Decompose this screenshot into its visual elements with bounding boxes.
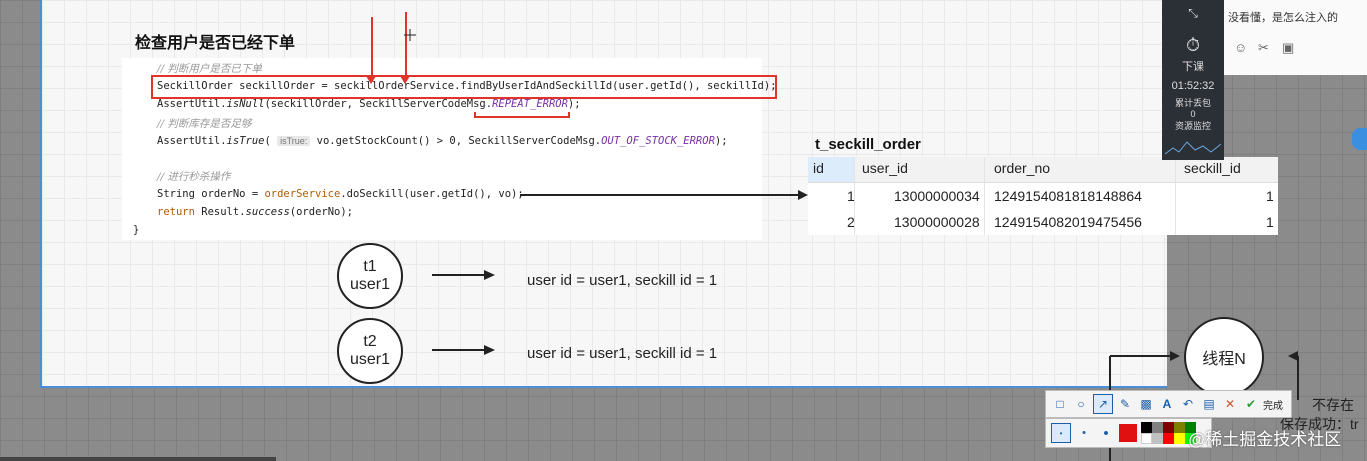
table-cell: 1249154082019475456 — [994, 214, 1142, 230]
watermark: @稀土掘金技术社区 — [1188, 430, 1342, 449]
brush-tool-icon[interactable]: ✎ — [1119, 397, 1131, 411]
stopwatch-icon[interactable]: ⏱ — [1185, 35, 1201, 55]
thread-note-2: user id = user1, seckill id = 1 — [527, 345, 718, 362]
code-line-find-order: SeckillOrder seckillOrder = seckillOrder… — [157, 80, 777, 92]
done-label[interactable]: 完成 — [1263, 400, 1283, 412]
thread-note-1: user id = user1, seckill id = 1 — [527, 272, 718, 289]
col-header-user-id[interactable]: user_id — [862, 160, 908, 176]
code-line-assert-null: AssertUtil.isNull(seckillOrder, SeckillS… — [157, 98, 581, 110]
rectangle-tool-icon[interactable]: □ — [1056, 397, 1064, 411]
table-cell: 13000000028 — [894, 214, 980, 230]
packet-loss-value: 0 — [1190, 109, 1196, 119]
note-saved: 保存成功：tr — [1280, 416, 1359, 432]
table-cell: 1249154081818148864 — [994, 188, 1142, 204]
packet-loss-label: 累计丢包 — [1174, 98, 1211, 108]
side-tab[interactable] — [1352, 128, 1367, 150]
color-toolbar: • • • — [1045, 418, 1212, 448]
thread-circle-n: 线程N — [1184, 317, 1264, 397]
mosaic-tool-icon[interactable]: ▩ — [1140, 397, 1152, 411]
text-tool-icon[interactable]: A — [1162, 397, 1172, 411]
save-icon[interactable]: ▤ — [1203, 397, 1215, 411]
table-cell: 1 — [1266, 214, 1274, 230]
color-palette[interactable] — [1141, 422, 1201, 444]
video-control-panel: ⤡ ⏱ 下课 01:52:32 累计丢包 0 资源监控 — [1162, 0, 1224, 160]
chat-message: 没看懂，是怎么注入的 — [1228, 12, 1338, 24]
code-comment-3: // 进行秒杀操作 — [157, 171, 231, 183]
annotation-toolbar: □ ○ ↗ ✎ ▩ A ↶ ▤ ✕ ✔ 完成 — [1045, 390, 1292, 418]
underline-repeat-error — [474, 112, 570, 118]
done-icon[interactable]: ✔ — [1245, 397, 1257, 411]
col-header-id[interactable]: id — [813, 160, 824, 176]
code-comment-1: // 判断用户是否已下单 — [157, 63, 262, 75]
selected-color-swatch[interactable] — [1119, 424, 1137, 442]
note-not-exist: 不存在 — [1312, 397, 1354, 413]
code-block — [122, 58, 762, 240]
code-line-do-seckill: String orderNo = orderService.doSeckill(… — [157, 188, 524, 200]
section-heading: 检查用户是否已经下单 — [135, 35, 296, 52]
chat-panel: 没看懂，是怎么注入的 ☺ ✂ ▣ — [1224, 0, 1367, 75]
db-table — [808, 157, 1278, 235]
ellipse-tool-icon[interactable]: ○ — [1077, 397, 1085, 411]
collapse-icon[interactable]: ⤡ — [1188, 6, 1198, 20]
table-cell: 1 — [847, 188, 855, 204]
red-arrow-line-1 — [371, 17, 373, 81]
table-cell: 13000000034 — [894, 188, 980, 204]
scissors-icon[interactable]: ✂ — [1258, 40, 1269, 55]
elapsed-time: 01:52:32 — [1171, 80, 1215, 92]
col-header-order-no[interactable]: order_no — [994, 160, 1051, 176]
param-hint: isTrue: — [277, 136, 311, 146]
code-line-assert-true: AssertUtil.isTrue( isTrue: vo.getStockCo… — [157, 135, 728, 147]
table-cell: 1 — [1266, 188, 1274, 204]
resource-graph — [1164, 141, 1222, 155]
code-closing-brace: } — [133, 224, 140, 236]
col-header-seckill-id[interactable]: seckill_id — [1184, 160, 1241, 176]
cancel-icon[interactable]: ✕ — [1224, 397, 1236, 411]
highlight-box-find-order — [151, 75, 777, 99]
size-small-icon[interactable]: • — [1051, 423, 1071, 443]
red-arrow-line-2 — [405, 12, 407, 81]
arrow-tool-icon[interactable]: ↗ — [1093, 394, 1113, 414]
resource-monitor-label[interactable]: 资源监控 — [1174, 121, 1211, 131]
code-line-return: return Result.success(orderNo); — [157, 206, 353, 218]
image-icon[interactable]: ▣ — [1282, 40, 1295, 55]
size-medium-icon[interactable]: • — [1082, 427, 1086, 439]
size-large-icon[interactable]: • — [1103, 424, 1109, 442]
emoji-icon[interactable]: ☺ — [1234, 40, 1248, 55]
end-class-label[interactable]: 下课 — [1182, 61, 1204, 73]
table-cell: 2 — [847, 214, 855, 230]
scrollbar-thumb[interactable] — [0, 457, 276, 461]
undo-icon[interactable]: ↶ — [1182, 397, 1194, 411]
code-comment-2: // 判断库存是否足够 — [157, 118, 252, 130]
table-name: t_seckill_order — [815, 136, 921, 153]
